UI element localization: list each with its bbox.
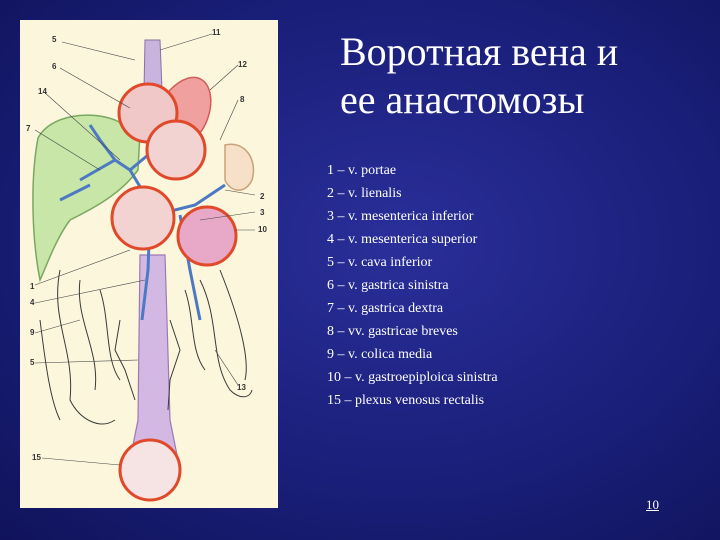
figure-label-5: 5 [52, 35, 57, 44]
legend-list: 1 – v. portae 2 – v. lienalis 3 – v. mes… [327, 163, 498, 416]
legend-item: 2 – v. lienalis [327, 186, 402, 201]
figure-label-9: 9 [30, 328, 35, 337]
legend-item: 7 – v. gastrica dextra [327, 301, 444, 316]
figure-label-11: 11 [212, 28, 221, 37]
legend-item: 15 – plexus venosus rectalis [327, 393, 485, 408]
legend-item: 5 – v. cava inferior [327, 255, 433, 270]
figure-label-13: 13 [237, 383, 246, 392]
figure-label-8: 8 [240, 95, 245, 104]
figure-label-6: 6 [52, 62, 57, 71]
anastomosis-circle-gastric [145, 119, 207, 181]
legend-item: 6 – v. gastrica sinistra [327, 278, 449, 293]
anastomosis-circle-portal [110, 185, 176, 251]
figure-label-3: 3 [260, 208, 265, 217]
figure-label-15: 15 [32, 453, 41, 462]
legend-item: 10 – v. gastroepiploica sinistra [327, 370, 498, 385]
anatomy-figure: 5 6 14 7 11 12 8 2 3 10 1 4 9 5 13 15 [20, 20, 278, 508]
figure-label-5-mid: 5 [30, 358, 35, 367]
legend-item: 9 – v. colica media [327, 347, 433, 362]
anastomosis-circle-splenic [176, 205, 238, 267]
vena-cava-shape [129, 254, 179, 461]
figure-label-14: 14 [38, 87, 47, 96]
label-leader-lines [34, 33, 256, 466]
anastomosis-circle-rectal [118, 438, 182, 502]
legend-item: 3 – v. mesenterica inferior [327, 209, 474, 224]
slide-title: Воротная вена и ее анастомозы [340, 28, 710, 124]
figure-label-7: 7 [26, 124, 31, 133]
legend-item: 1 – v. portae [327, 163, 397, 178]
esophagus-shape [143, 39, 163, 91]
portal-vein-illustration [32, 33, 256, 502]
figure-label-12: 12 [238, 60, 247, 69]
figure-label-2: 2 [260, 192, 265, 201]
anastomosis-circles [110, 82, 238, 502]
slide-number: 10 [646, 497, 659, 512]
slide-title-line-1: Воротная вена и [340, 29, 619, 74]
figure-label-1: 1 [30, 282, 35, 291]
figure-label-10: 10 [258, 225, 267, 234]
slide-title-line-2: ее анастомозы [340, 77, 585, 122]
figure-label-4: 4 [30, 298, 35, 307]
legend-item: 4 – v. mesenterica superior [327, 232, 478, 247]
spleen-shape [224, 143, 255, 191]
intestinal-vessels [39, 269, 253, 425]
legend-item: 8 – vv. gastricae breves [327, 324, 458, 339]
